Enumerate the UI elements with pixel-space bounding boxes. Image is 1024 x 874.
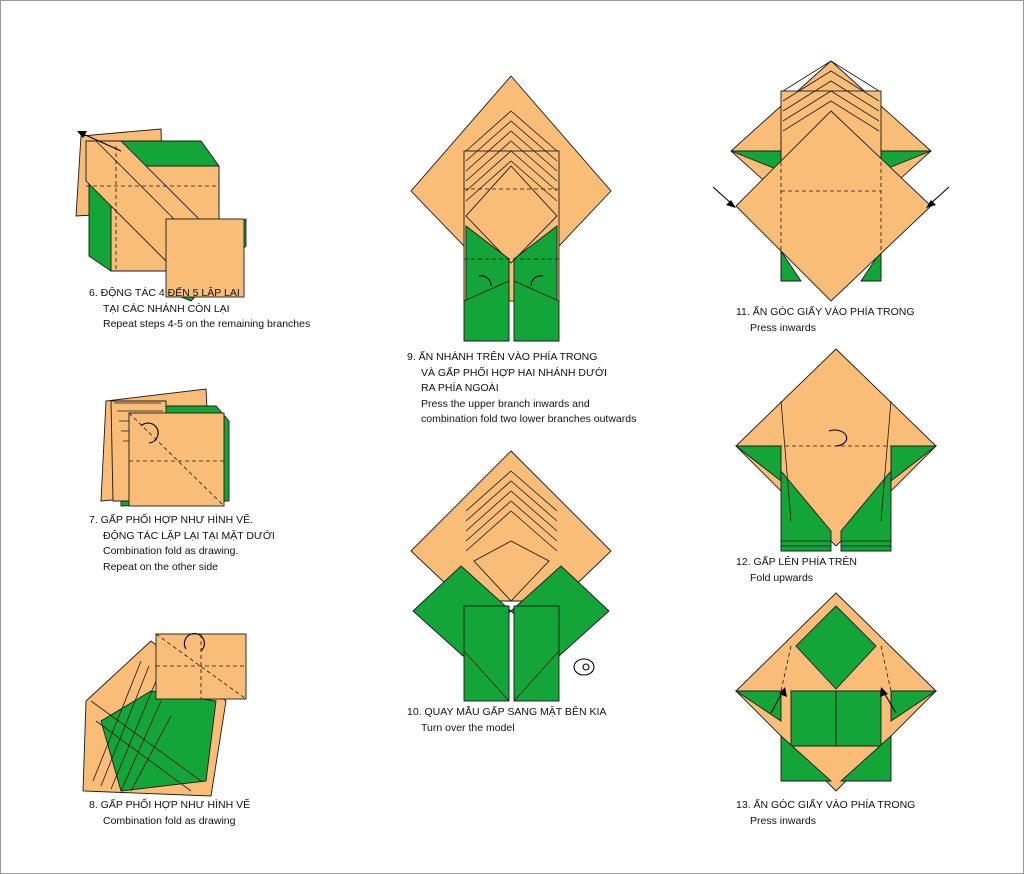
step-13-title: 13. ẤN GÓC GIẤY VÀO PHÍA TRONG	[736, 799, 916, 811]
step-9-english: Press the upper branch inwards and	[421, 397, 590, 410]
step-7-caption: 7. GẤP PHỐI HỢP NHƯ HÌNH VẼ. ĐỘNG TÁC LẶ…	[89, 513, 275, 575]
step-12-caption: 12. GẤP LÊN PHÍA TRÊN Fold upwards	[736, 555, 857, 586]
step-8-english: Combination fold as drawing	[103, 814, 236, 827]
step-9-title-cont2: RA PHÍA NGOÀI	[421, 382, 499, 394]
step-7-english: Combination fold as drawing.	[103, 545, 239, 557]
step-11-english: Press inwards	[750, 321, 816, 334]
step-7-title-cont: ĐỘNG TÁC LẶP LẠI TẠI MẶT DƯỚI	[103, 529, 275, 542]
step-6-title-cont: TẠI CÁC NHÁNH CÒN LẠI	[103, 302, 230, 315]
step-8-caption: 8. GẤP PHỐI HỢP NHƯ HÌNH VẼ Combination …	[89, 798, 250, 829]
step-10-caption: 10. QUAY MẪU GẤP SANG MẶT BÊN KIA Turn o…	[407, 705, 606, 736]
step-8-title: 8. GẤP PHỐI HỢP NHƯ HÌNH VẼ	[89, 799, 251, 811]
step-12-title: 12. GẤP LÊN PHÍA TRÊN	[736, 556, 857, 568]
step-13-figure	[734, 592, 938, 792]
step-12-english: Fold upwards	[750, 571, 814, 584]
step-10-english: Turn over the model	[421, 721, 515, 734]
turn-over-icon	[573, 658, 595, 676]
step-11-caption: 11. ẤN GÓC GIẤY VÀO PHÍA TRONG Press inw…	[736, 305, 915, 336]
step-9-title: 9. ẤN NHÁNH TRÊN VÀO PHÍA TRONG	[407, 351, 598, 363]
step-8-figure	[82, 633, 247, 797]
step-6-title: 6. ĐỘNG TÁC 4 ĐẾN 5 LẶP LẠI	[89, 287, 240, 299]
step-9-title-cont: VÀ GẤP PHỐI HỢP HAI NHÁNH DƯỚI	[421, 366, 607, 379]
step-9-caption: 9. ẤN NHÁNH TRÊN VÀO PHÍA TRONG VÀ GẤP P…	[407, 350, 636, 428]
step-6-english: Repeat steps 4-5 on the remaining branch…	[103, 318, 311, 330]
step-9-english-cont: combination fold two lower branches outw…	[421, 413, 637, 425]
step-6-figure	[75, 128, 247, 302]
step-13-caption: 13. ẤN GÓC GIẤY VÀO PHÍA TRONG Press inw…	[736, 798, 915, 829]
step-9-figure	[410, 75, 612, 342]
step-10-figure	[410, 450, 612, 702]
step-7-english-cont: Repeat on the other side	[103, 560, 218, 573]
step-12-figure	[734, 348, 938, 552]
step-7-title: 7. GẤP PHỐI HỢP NHƯ HÌNH VẼ.	[89, 514, 254, 526]
step-6-caption: 6. ĐỘNG TÁC 4 ĐẾN 5 LẶP LẠI TẠI CÁC NHÁN…	[89, 286, 310, 333]
step-10-title: 10. QUAY MẪU GẤP SANG MẶT BÊN KIA	[407, 706, 607, 718]
step-11-title: 11. ẤN GÓC GIẤY VÀO PHÍA TRONG	[736, 306, 915, 318]
step-7-figure	[100, 388, 230, 507]
step-13-english: Press inwards	[750, 814, 816, 827]
step-11-figure	[712, 60, 950, 302]
